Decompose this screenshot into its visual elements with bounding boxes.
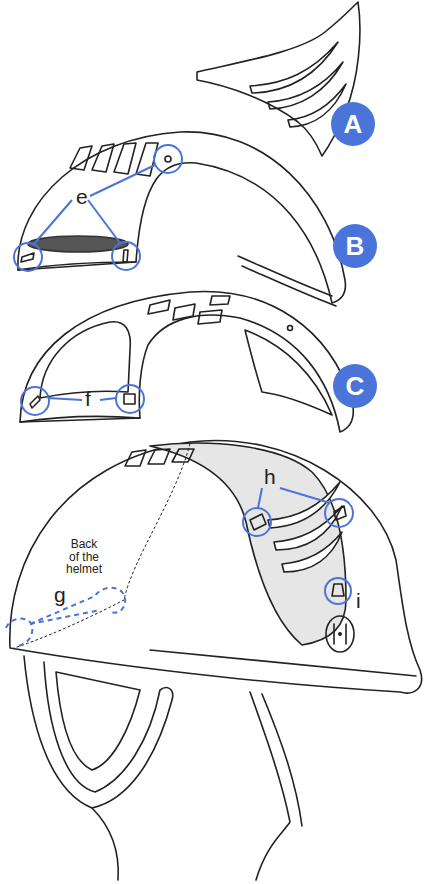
- clip-hole: [165, 156, 171, 162]
- callout-circle: [14, 243, 42, 271]
- part-badge: B: [333, 224, 377, 268]
- clip-slot: [123, 250, 128, 262]
- callout-letter: i: [356, 590, 361, 611]
- logo-oval: [326, 616, 354, 652]
- chin-strap: [250, 692, 302, 880]
- panel-clip: [250, 514, 266, 530]
- harness-inner: [56, 672, 140, 770]
- seam-line: [14, 444, 190, 648]
- shell-vent: [114, 143, 136, 174]
- frame-window: [245, 330, 332, 415]
- callout-circle: [243, 508, 271, 536]
- frame-clip: [124, 394, 135, 404]
- leader-line: [48, 398, 116, 400]
- helmet-panel: [150, 443, 346, 645]
- top-vent: [125, 450, 146, 466]
- logo-mark: [334, 624, 346, 644]
- shell-rim: [238, 256, 332, 296]
- frame-slot: [198, 310, 222, 324]
- part-letter: C: [346, 373, 365, 399]
- harness: [24, 656, 173, 808]
- callout-letter: g: [54, 584, 66, 605]
- top-vent: [172, 449, 194, 462]
- callout-letter: e: [76, 186, 88, 207]
- frame-slot: [210, 296, 230, 305]
- frame-slot: [148, 300, 170, 314]
- panel-clip: [332, 584, 344, 596]
- location-note: Back of the helmet: [64, 538, 104, 576]
- callout-circle: [325, 578, 351, 604]
- panel-vent: [282, 532, 342, 572]
- panel-clip: [334, 506, 346, 520]
- helmet-shell: [10, 440, 422, 693]
- frame-slot: [173, 304, 195, 320]
- frame-hole: [288, 326, 293, 331]
- helmet-brim-line: [150, 650, 416, 676]
- leader-line: [258, 488, 330, 508]
- callout-circle: [154, 145, 182, 173]
- part-badge: A: [331, 102, 375, 146]
- callout-circle: [21, 387, 49, 415]
- shell-vent: [70, 146, 92, 170]
- frame-window: [40, 322, 130, 398]
- callout-letter: h: [264, 466, 276, 487]
- clip-slot: [21, 253, 34, 262]
- frame-clip: [30, 396, 40, 408]
- callout-letter: f: [85, 388, 91, 409]
- leader-line: [34, 165, 155, 244]
- vent-slot: [268, 62, 343, 109]
- callout-circle: [116, 385, 144, 413]
- part-letter: A: [344, 111, 363, 137]
- logo-mark: [339, 633, 341, 635]
- chin-strap: [92, 808, 118, 880]
- frame-front-edge: [20, 416, 140, 422]
- inner-frame-part: [20, 291, 353, 432]
- top-vent: [148, 449, 170, 464]
- outer-shell-part: [18, 132, 346, 303]
- part-badge: C: [333, 364, 377, 408]
- part-letter: B: [346, 233, 365, 259]
- shell-vent: [92, 144, 114, 172]
- callout-circle: [112, 242, 140, 270]
